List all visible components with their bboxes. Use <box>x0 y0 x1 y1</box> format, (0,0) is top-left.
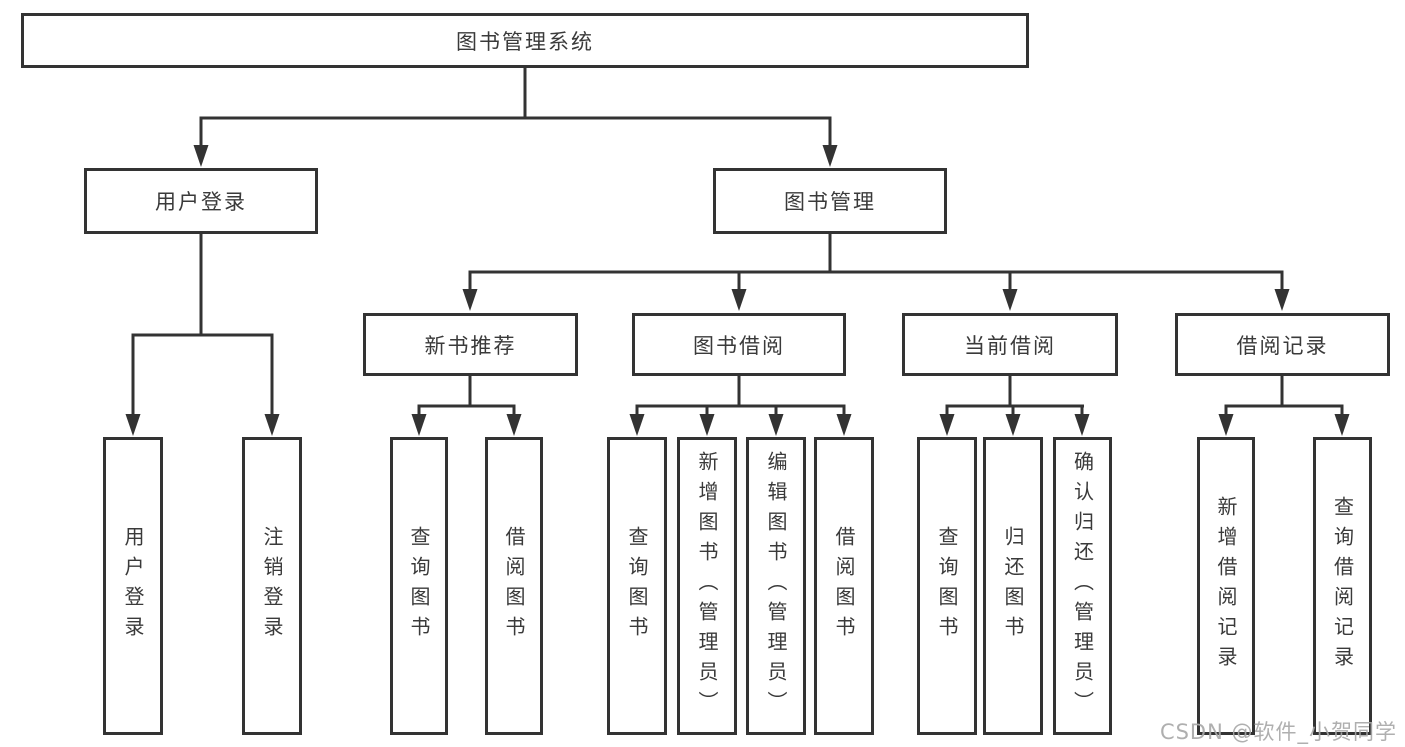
leaf-borrowing-borrow-books: 借阅图书 <box>814 437 874 735</box>
node-label: 查询图书 <box>935 526 959 646</box>
node-label: 查询图书 <box>625 526 649 646</box>
node-current-borrowing: 当前借阅 <box>902 313 1118 376</box>
node-label: 借阅图书 <box>832 526 856 646</box>
leaf-add-borrow-record: 新增借阅记录 <box>1197 437 1255 735</box>
node-label: 新增图书（管理员） <box>695 451 719 721</box>
leaf-logout: 注销登录 <box>242 437 302 735</box>
node-label: 新书推荐 <box>424 333 517 358</box>
node-label: 编辑图书（管理员） <box>764 451 788 721</box>
node-label: 注销登录 <box>260 526 284 646</box>
node-label: 新增借阅记录 <box>1214 496 1238 676</box>
node-library-management-system: 图书管理系统 <box>21 13 1029 68</box>
node-label: 确认归还（管理员） <box>1070 451 1095 721</box>
leaf-return-books: 归还图书 <box>983 437 1043 735</box>
leaf-user-login: 用户登录 <box>103 437 163 735</box>
node-book-management: 图书管理 <box>713 168 947 234</box>
leaf-borrowing-query-books: 查询图书 <box>607 437 667 735</box>
node-label: 借阅记录 <box>1236 333 1329 358</box>
csdn-watermark: CSDN @软件_小贺同学 <box>1159 720 1397 744</box>
leaf-recommend-query-books: 查询图书 <box>390 437 448 735</box>
node-label: 查询借阅记录 <box>1330 496 1355 676</box>
node-label: 图书管理 <box>784 190 876 214</box>
node-label: 当前借阅 <box>964 333 1056 358</box>
node-label: 图书借阅 <box>693 333 785 358</box>
node-label: 查询图书 <box>407 526 431 646</box>
leaf-query-borrow-record: 查询借阅记录 <box>1313 437 1372 735</box>
node-label: 归还图书 <box>1001 526 1025 646</box>
node-label: 用户登录 <box>121 526 145 646</box>
leaf-recommend-borrow-books: 借阅图书 <box>485 437 543 735</box>
leaf-current-query-books: 查询图书 <box>917 437 977 735</box>
leaf-edit-books-admin: 编辑图书（管理员） <box>746 437 806 735</box>
node-label: 用户登录 <box>155 190 247 214</box>
node-borrowing-records: 借阅记录 <box>1175 313 1390 376</box>
node-book-borrowing: 图书借阅 <box>632 313 846 376</box>
leaf-confirm-return-admin: 确认归还（管理员） <box>1053 437 1112 735</box>
node-label: 借阅图书 <box>502 526 526 646</box>
node-label: 图书管理系统 <box>456 29 594 54</box>
node-new-book-recommendation: 新书推荐 <box>363 313 578 376</box>
node-user-login-branch: 用户登录 <box>84 168 318 234</box>
leaf-add-books-admin: 新增图书（管理员） <box>677 437 737 735</box>
